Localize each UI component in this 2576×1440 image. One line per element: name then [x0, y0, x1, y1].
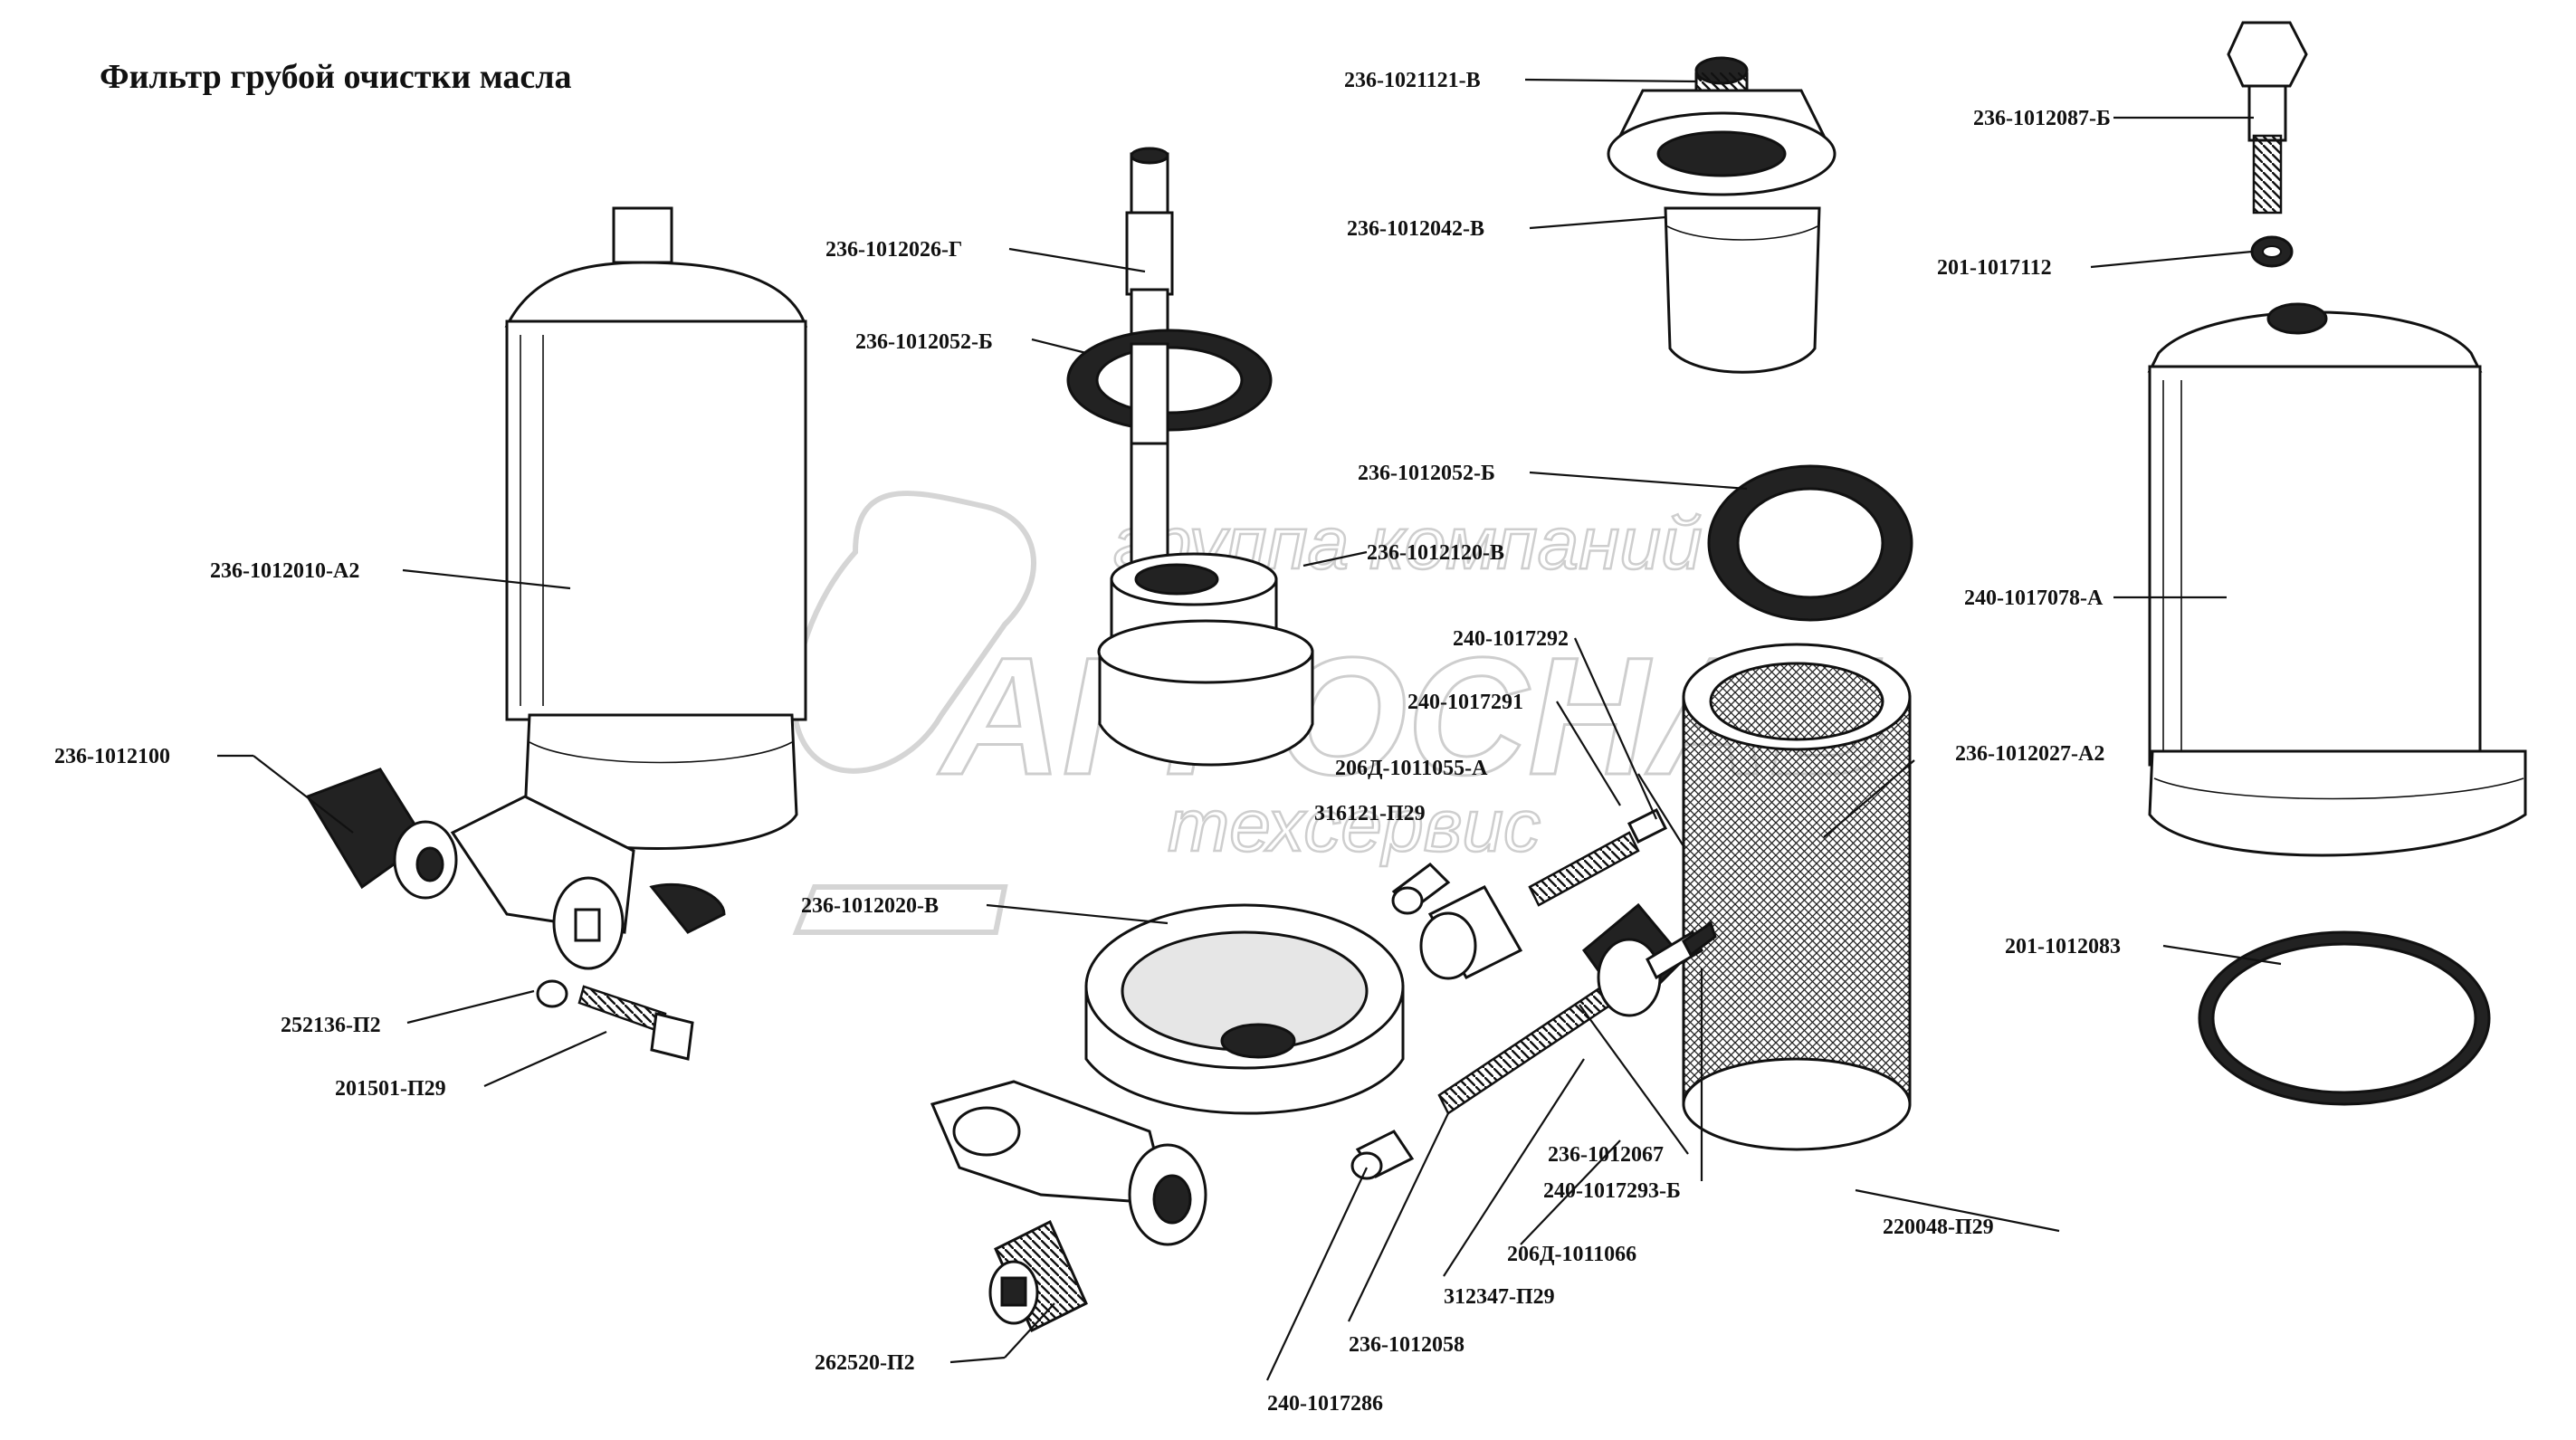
- label-236-1012010-a2: 236-1012010-А2: [210, 559, 359, 583]
- filter-housing-illustration: [2147, 302, 2527, 857]
- leader-lines: [217, 78, 2282, 1381]
- label-236-1012052-b-top: 236-1012052-Б: [855, 330, 993, 354]
- diagram-title: Фильтр грубой очистки масла: [100, 58, 572, 96]
- label-262520-p2: 262520-П2: [815, 1351, 915, 1375]
- label-206d-1011066: 206Д-1011066: [1507, 1243, 1636, 1266]
- label-316121-p29: 316121-П29: [1314, 802, 1426, 825]
- label-236-1012100: 236-1012100: [54, 745, 170, 768]
- label-240-1017291: 240-1017291: [1407, 691, 1523, 714]
- gasket-illustration: [1707, 464, 1913, 622]
- label-201501-p29: 201501-П29: [335, 1077, 446, 1101]
- filter-base-illustration: [930, 903, 1405, 1246]
- part-labels: 236-1012010-А2 236-1012100 252136-П2 201…: [54, 69, 2121, 1416]
- label-201-1012083: 201-1012083: [2005, 935, 2121, 958]
- label-240-1017293-b: 240-1017293-Б: [1543, 1179, 1681, 1203]
- label-206d-1011055-a: 206Д-1011055-А: [1335, 757, 1488, 780]
- label-312347-p29: 312347-П29: [1444, 1285, 1555, 1309]
- label-236-1012027-a2: 236-1012027-А2: [1955, 742, 2104, 766]
- label-236-1012042-v: 236-1012042-В: [1347, 217, 1484, 241]
- sealing-ring-illustration: [2198, 930, 2491, 1106]
- label-240-1017292: 240-1017292: [1453, 627, 1569, 651]
- label-220048-p29: 220048-П29: [1883, 1216, 1994, 1239]
- watermark-line3: техсервис: [1168, 785, 1541, 867]
- washer-and-bolt-illustration: [536, 979, 694, 1061]
- filter-element-illustration: [1682, 643, 1912, 1151]
- label-236-1012058: 236-1012058: [1349, 1333, 1465, 1357]
- label-236-1021121-v: 236-1021121-В: [1344, 69, 1481, 92]
- assembled-filter-illustration: [305, 206, 808, 970]
- plug-illustration: [988, 1219, 1088, 1333]
- label-201-1017112: 201-1017112: [1937, 256, 2052, 280]
- label-252136-p2: 252136-П2: [281, 1014, 381, 1037]
- shaft-assembly-illustration: [1066, 147, 1314, 767]
- label-236-1012052-b-mid: 236-1012052-Б: [1358, 462, 1495, 485]
- label-236-1012087-b: 236-1012087-Б: [1973, 107, 2111, 130]
- label-240-1017078-a: 240-1017078-А: [1964, 586, 2104, 610]
- bolt-and-washer-illustration: [2227, 21, 2308, 268]
- label-236-1012067: 236-1012067: [1548, 1143, 1664, 1167]
- label-236-1012020-v: 236-1012020-В: [801, 894, 939, 918]
- valve-cap-illustration: [1607, 56, 1837, 374]
- label-236-1012120-v: 236-1012120-В: [1367, 541, 1504, 565]
- label-236-1012026-g: 236-1012026-Г: [825, 238, 962, 262]
- valve-parts-illustration: [1350, 807, 1717, 1180]
- label-240-1017286: 240-1017286: [1267, 1392, 1383, 1416]
